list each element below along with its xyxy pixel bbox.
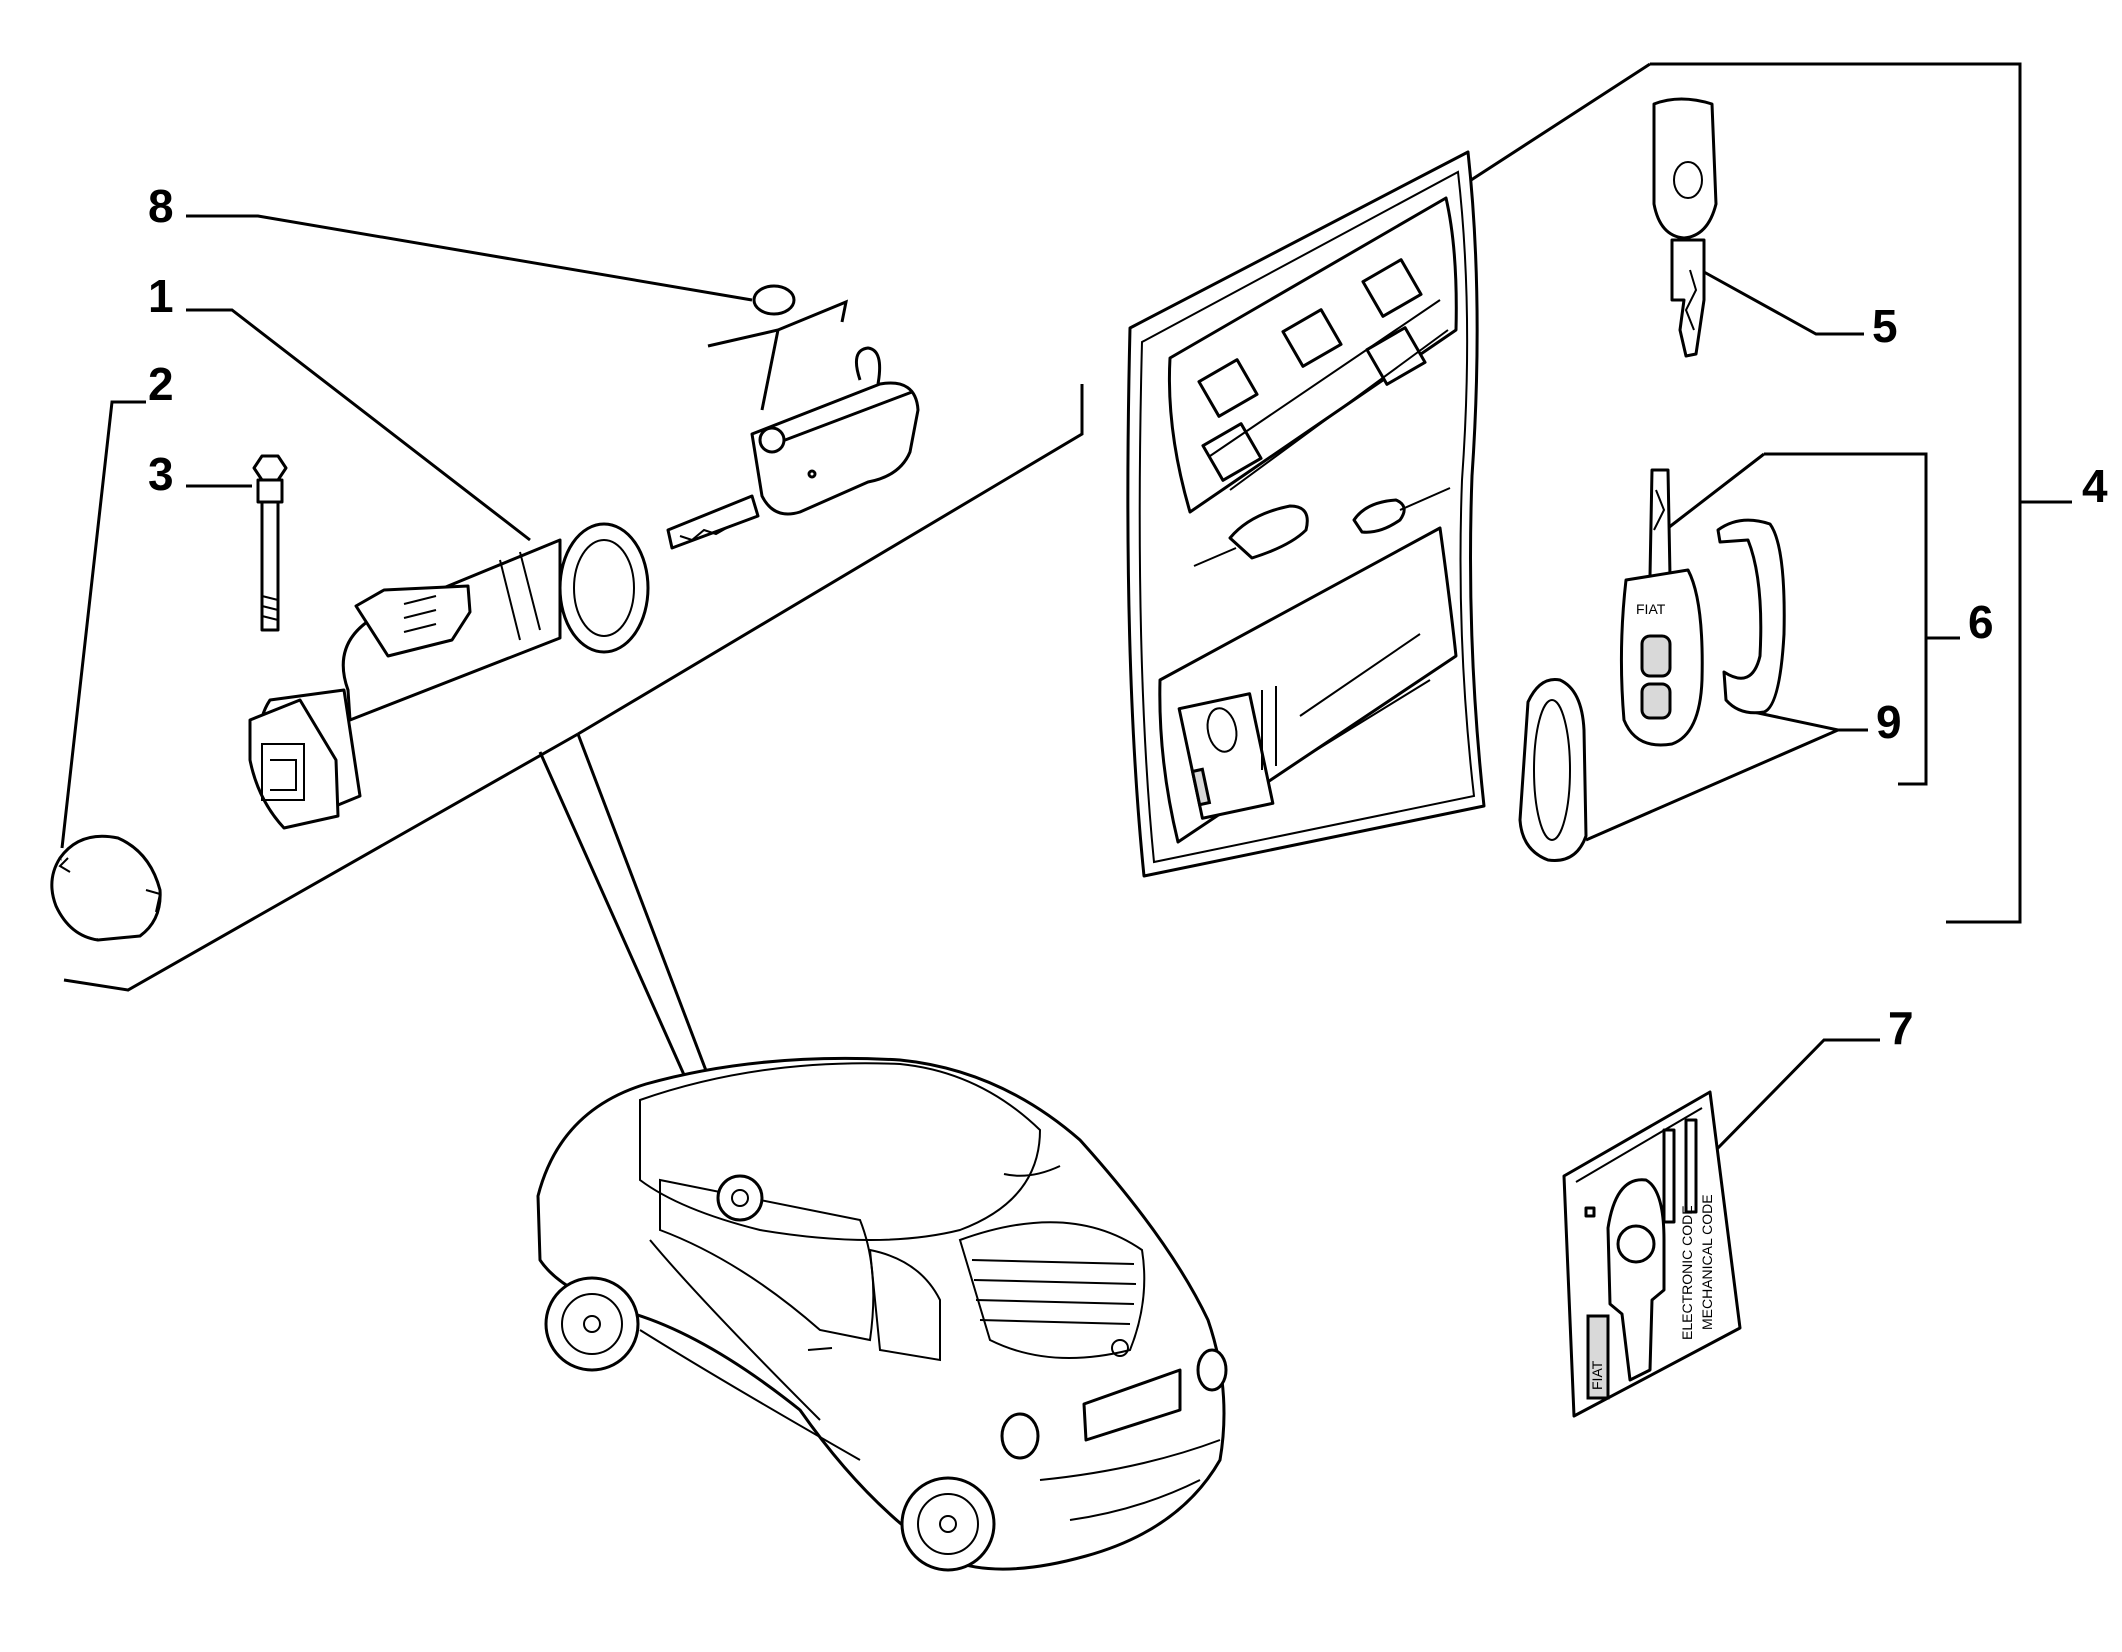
card-brand-text: FIAT: [1589, 1360, 1605, 1390]
leader-8: [186, 214, 753, 302]
leader-lines: [60, 62, 2072, 1161]
flip-key: [666, 346, 920, 550]
callout-9: 9: [1876, 696, 1902, 748]
callout-5: 5: [1872, 300, 1898, 352]
leader-4-to-pack: [1467, 62, 1651, 184]
leader-7: [1714, 1038, 1880, 1152]
callout-4: 4: [2082, 460, 2108, 512]
fob-brand-text: FIAT: [1636, 601, 1666, 617]
leader-6-bracket: [1764, 452, 1928, 786]
part-6-fob: FIAT: [1619, 468, 1704, 747]
part-9-shells: [1518, 518, 1786, 862]
leader-4-bracket: [1650, 62, 2022, 924]
part-1-ignition-lock: [248, 522, 650, 830]
car-illustration: [536, 1056, 1228, 1572]
part-3-bolt: [252, 454, 288, 632]
callout-3: 3: [148, 448, 174, 500]
part-7-code-card: FIAT ELECTRONIC CODE MECHANICAL CODE: [1562, 1090, 1742, 1418]
callout-8: 8: [148, 180, 174, 232]
part-4-key-pack: [1126, 150, 1486, 878]
callout-1: 1: [148, 270, 174, 322]
part-5-key: [1652, 97, 1718, 358]
leader-5: [1703, 270, 1864, 336]
leader-1: [186, 308, 531, 542]
leader-9b: [1585, 728, 1839, 842]
leader-key-8: [707, 299, 849, 348]
card-electronic-code: ELECTRONIC CODE: [1679, 1205, 1695, 1340]
part-8-cap: [752, 284, 796, 316]
leader-key-8b: [760, 329, 780, 411]
part-2-cover: [50, 834, 162, 942]
leader-2: [60, 400, 146, 849]
group-frame-line-b: [63, 732, 579, 992]
card-mechanical-code: MECHANICAL CODE: [1699, 1194, 1715, 1330]
callout-2: 2: [148, 358, 174, 410]
group-frame-line-a: [577, 384, 1084, 736]
leader-6-to-key: [1667, 452, 1765, 530]
callout-6: 6: [1968, 596, 1994, 648]
callout-7: 7: [1888, 1002, 1914, 1054]
